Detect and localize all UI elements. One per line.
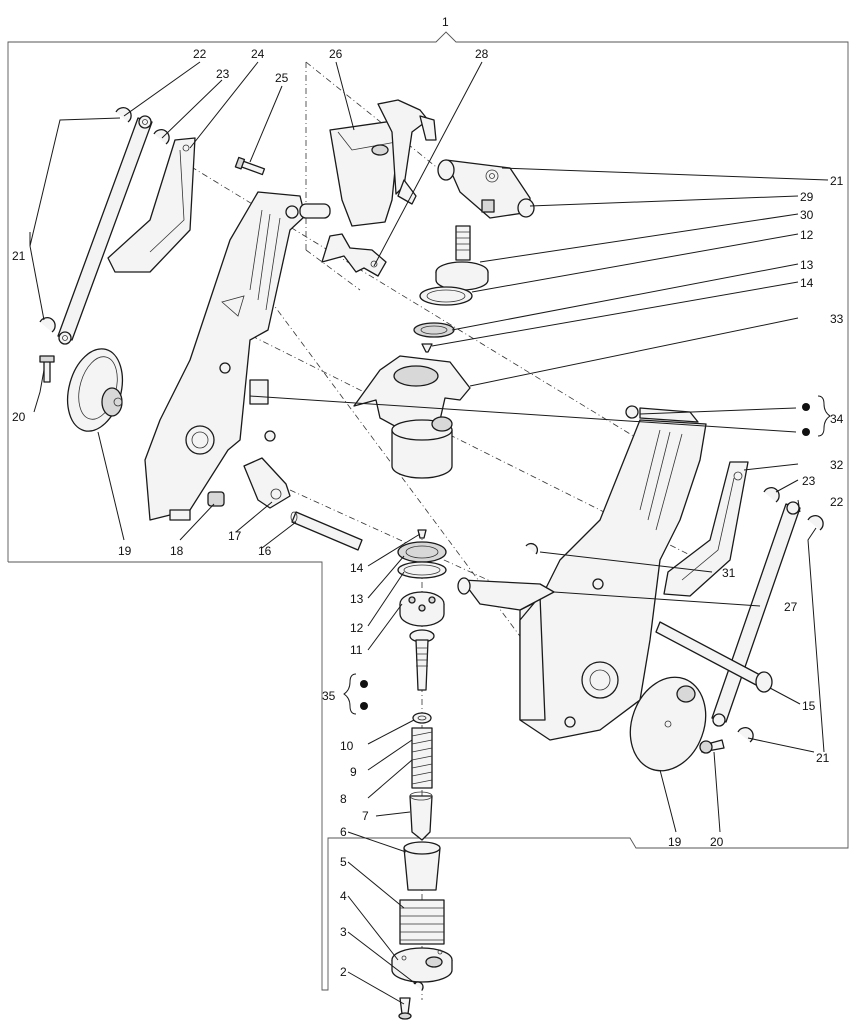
left-cam-plate [107,137,196,273]
callout-8: 8 [340,792,347,806]
callout-5: 5 [340,855,347,869]
group-bracket-35 [343,673,368,715]
leader-lines [29,61,829,1005]
callout-9: 9 [350,765,357,779]
hopper-holder [377,99,437,205]
gasket-ring-12-top [419,286,473,306]
left-main-bracket [144,191,331,521]
callout-32: 32 [830,458,844,472]
callout-13-top: 13 [800,258,814,272]
valve-stem-30 [435,225,489,291]
callout-labels: 1 22 24 23 25 26 28 21 29 30 12 21 13 14… [12,15,844,979]
callout-10: 10 [340,739,354,753]
brew-chamber-33 [353,355,471,479]
callout-24: 24 [251,47,265,61]
valve-block [437,159,535,219]
callout-13-bottom: 13 [350,592,364,606]
callout-23-left: 23 [216,67,230,81]
spindle-stack [391,529,453,1020]
callout-35: 35 [322,689,336,703]
callout-31: 31 [722,566,736,580]
callout-26: 26 [329,47,343,61]
callout-3: 3 [340,925,347,939]
callout-21-bottom-right: 21 [816,751,830,765]
right-main-bracket [519,405,707,741]
callout-15: 15 [802,699,816,713]
callout-2: 2 [340,965,347,979]
filter-disc-13-top [413,322,455,338]
hopper-cup [329,119,401,227]
callout-12-top: 12 [800,228,814,242]
assembly-frame [7,31,849,991]
left-pulley-wheel [66,348,124,432]
callout-33: 33 [830,312,844,326]
callout-19-left: 19 [118,544,132,558]
callout-17: 17 [228,529,242,543]
callout-23-right: 23 [802,474,816,488]
left-pin [290,511,363,551]
callout-29: 29 [800,190,814,204]
left-yoke-and-spacer [207,457,291,509]
callout-6: 6 [340,825,347,839]
right-screw-20 [699,739,725,754]
callout-20-left: 20 [12,410,26,424]
left-link-arm [57,115,153,345]
group-bracket-34 [802,395,831,437]
left-screws [39,156,266,383]
callout-16: 16 [258,544,272,558]
lever-27 [457,577,555,611]
long-pin-15 [655,621,773,693]
callout-34: 34 [830,412,844,426]
callout-30: 30 [800,208,814,222]
callout-4: 4 [340,889,347,903]
callout-12-bottom: 12 [350,621,364,635]
right-pulley-wheel [629,676,707,772]
left-clips [39,107,170,333]
callout-27: 27 [784,600,798,614]
callout-21-top-right: 21 [830,174,844,188]
callout-1: 1 [442,15,449,29]
callout-7: 7 [362,809,369,823]
callout-25: 25 [275,71,289,85]
callout-21-left: 21 [12,249,26,263]
callout-18: 18 [170,544,184,558]
callout-14-top: 14 [800,276,814,290]
callout-28: 28 [475,47,489,61]
callout-11: 11 [350,643,363,657]
callout-19-right: 19 [668,835,682,849]
hopper-bracket-28 [321,233,387,277]
screw-14-top [421,343,433,353]
callout-14-bottom: 14 [350,561,364,575]
callout-20-right: 20 [710,835,724,849]
callout-22-right: 22 [830,495,844,509]
callout-22-left: 22 [193,47,207,61]
